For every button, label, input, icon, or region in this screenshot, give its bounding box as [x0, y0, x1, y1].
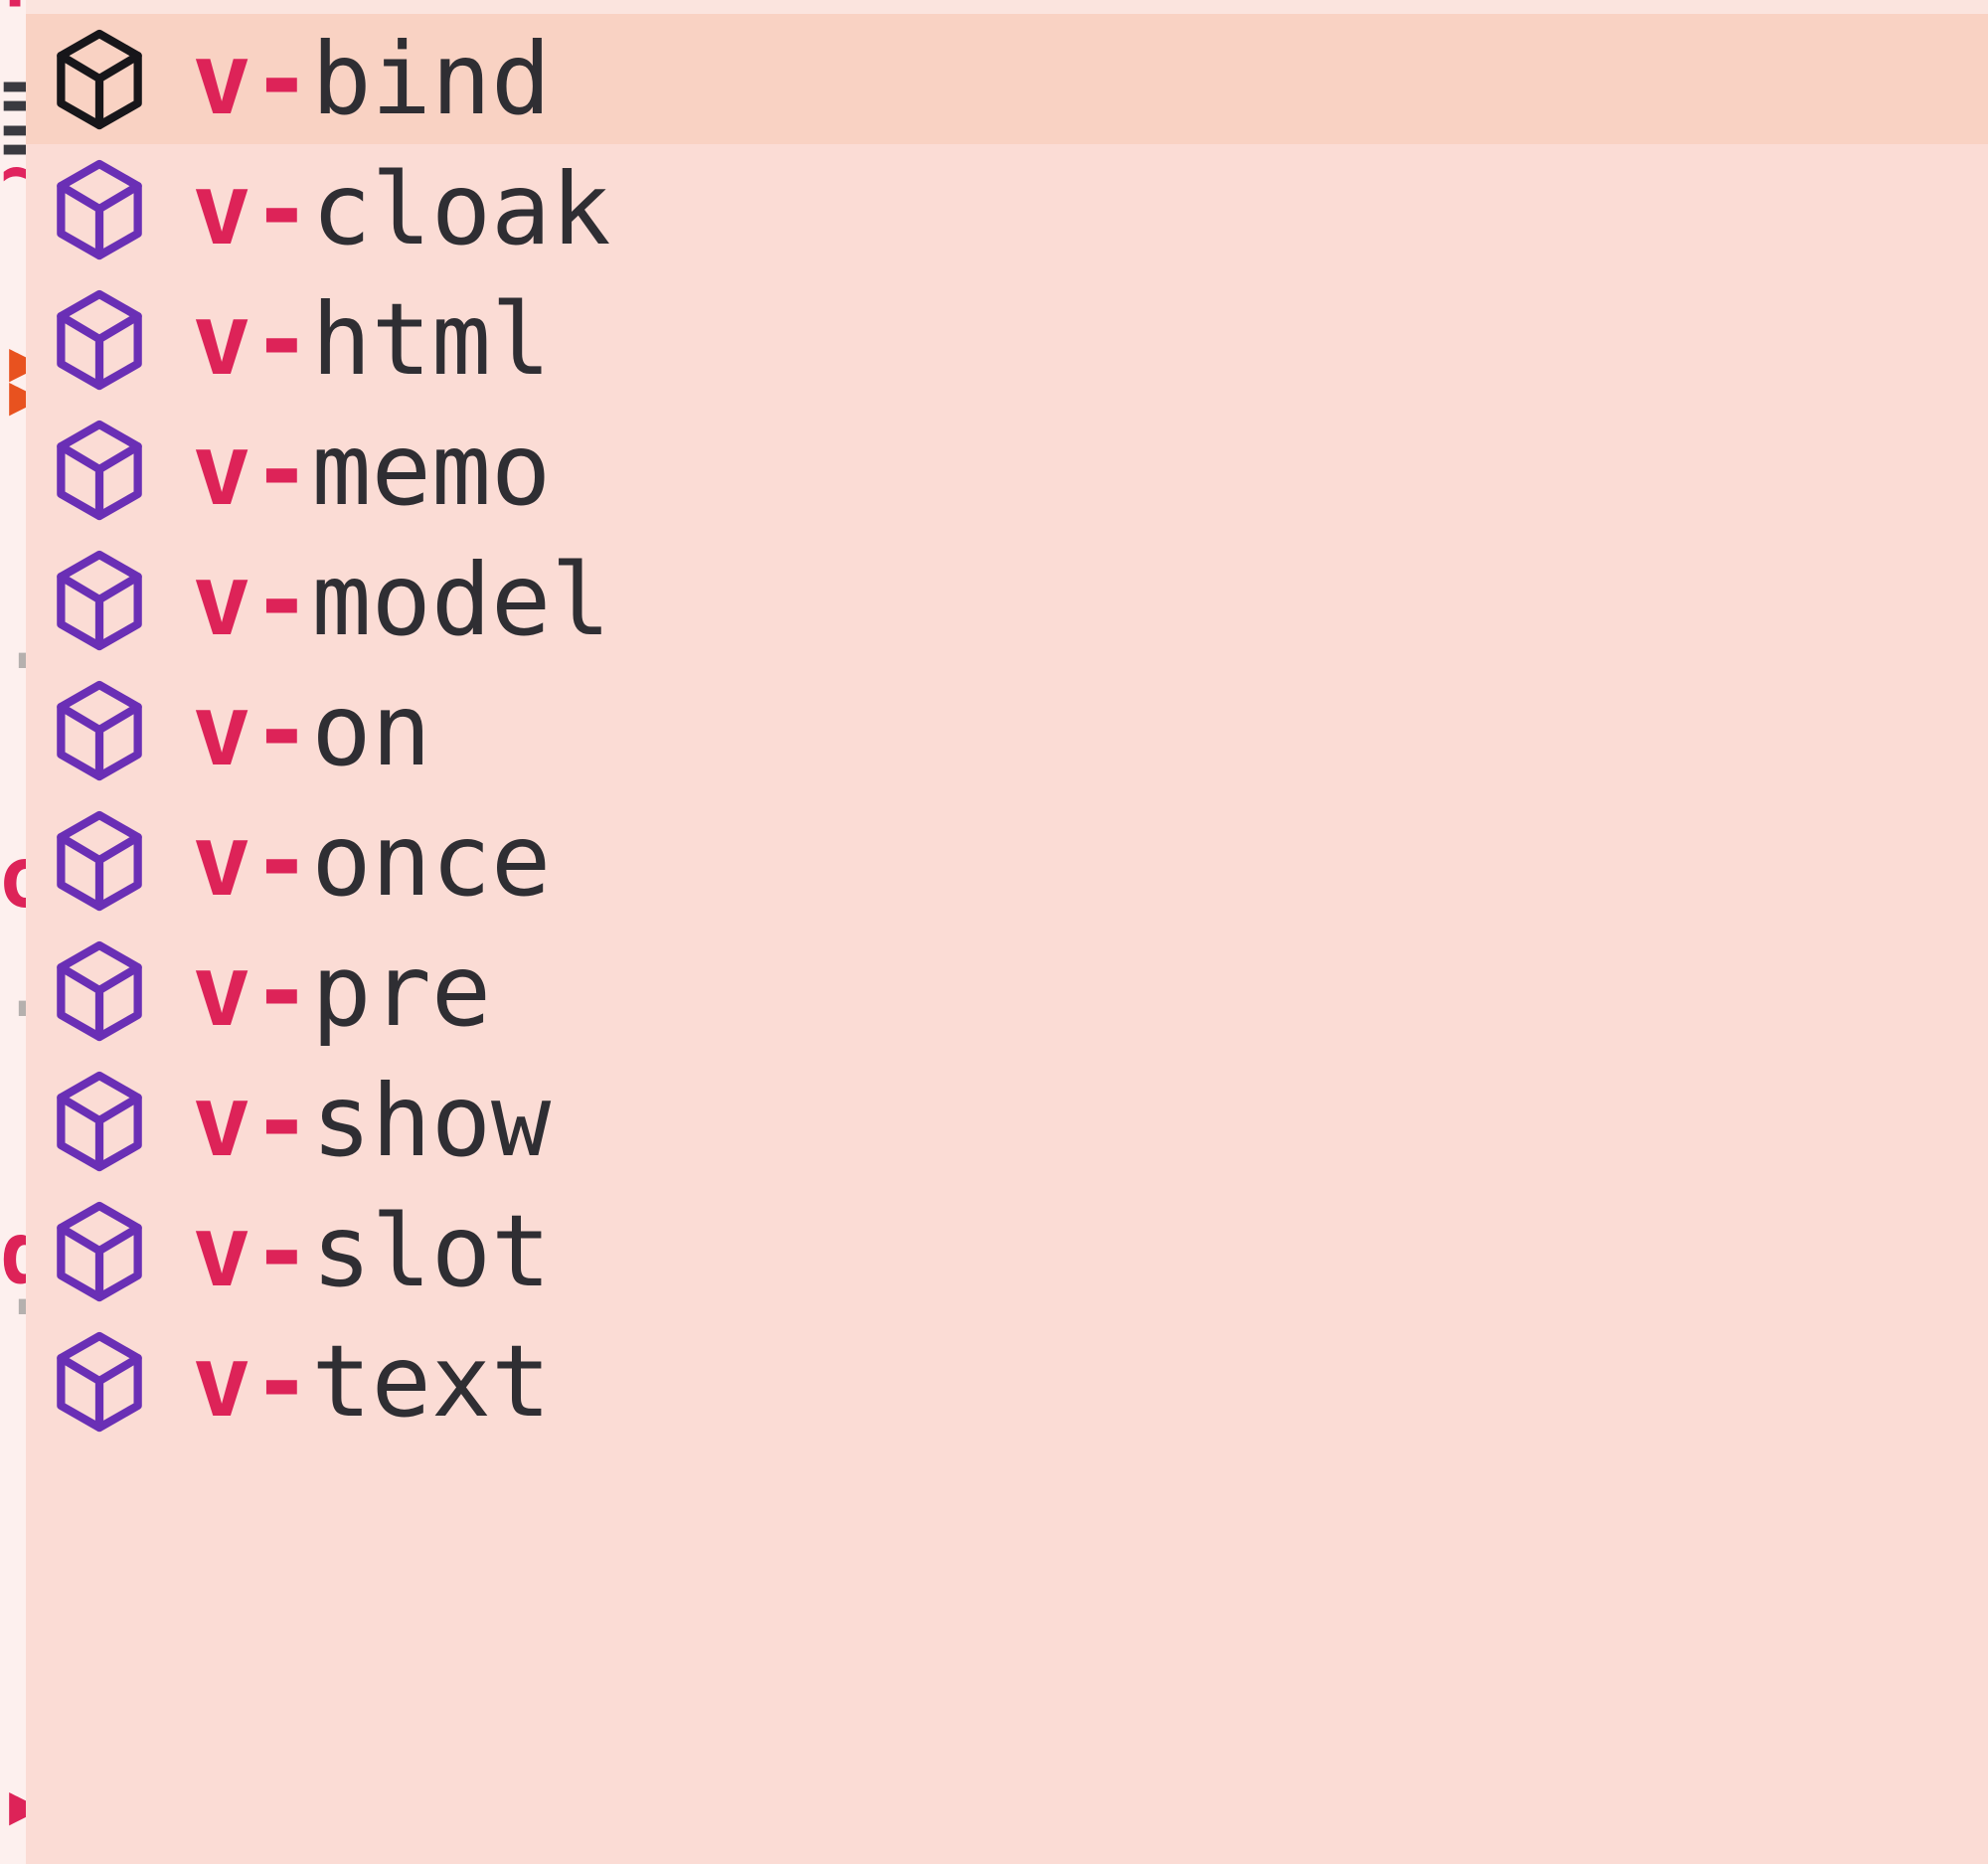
suggestion-item[interactable]: v-on — [26, 665, 1988, 795]
suggestion-label: v-memo — [192, 420, 551, 520]
suggestion-item[interactable]: v-show — [26, 1056, 1988, 1186]
editor-text-fragment: ~ — [0, 129, 26, 215]
suggestion-label-match: v- — [192, 280, 312, 398]
editor-text-fragment: . — [0, 944, 26, 1030]
suggestion-item[interactable]: v-html — [26, 274, 1988, 405]
suggestion-item[interactable]: v-model — [26, 535, 1988, 665]
suggestion-label: v-slot — [192, 1201, 551, 1301]
suggestion-label: v-on — [192, 680, 431, 780]
suggestion-label-rest: once — [311, 801, 552, 919]
suggestion-label-rest: pre — [311, 932, 492, 1049]
cube-icon — [51, 1068, 148, 1175]
editor-text-fragment: ▸ — [0, 316, 26, 402]
editor-text-fragment: d — [0, 1211, 26, 1296]
suggestion-label-match: v- — [192, 150, 312, 267]
suggestion-label-rest: text — [311, 1322, 552, 1440]
suggestion-label: v-cloak — [192, 159, 610, 259]
suggestion-item[interactable]: v-bind — [26, 14, 1988, 144]
suggestion-label: v-show — [192, 1071, 551, 1171]
popup-top-edge — [26, 0, 1988, 14]
editor-text-fragment: . — [0, 1243, 26, 1328]
cube-icon — [51, 417, 148, 524]
suggestion-label-match: v- — [192, 1062, 312, 1179]
cube-icon — [51, 807, 148, 915]
suggestion-item[interactable]: v-memo — [26, 405, 1988, 535]
suggestion-label-match: v- — [192, 671, 312, 788]
suggestion-label: v-pre — [192, 940, 491, 1041]
suggestion-item[interactable]: v-slot — [26, 1186, 1988, 1316]
suggestion-label: v-text — [192, 1331, 551, 1432]
suggestion-label: v-model — [192, 550, 610, 650]
cube-icon — [51, 26, 148, 133]
suggestion-item[interactable]: v-text — [26, 1316, 1988, 1446]
suggestion-label-rest: cloak — [311, 150, 611, 267]
cube-icon — [51, 937, 148, 1045]
suggestion-label-match: v- — [192, 1192, 312, 1309]
cube-icon — [51, 547, 148, 654]
editor-text-fragment: . — [0, 596, 26, 682]
cube-icon — [51, 1198, 148, 1305]
suggestion-item[interactable]: v-pre — [26, 926, 1988, 1056]
suggestion-label-rest: bind — [311, 20, 552, 137]
suggestion-label-rest: slot — [311, 1192, 552, 1309]
editor-text-fragment: = — [0, 52, 26, 137]
suggestion-label-match: v- — [192, 411, 312, 528]
suggestion-label-rest: model — [311, 541, 611, 658]
suggestion-label: v-once — [192, 810, 551, 911]
suggestion-label: v-html — [192, 289, 551, 390]
suggestion-label-match: v- — [192, 801, 312, 919]
suggestion-label-match: v- — [192, 20, 312, 137]
editor-text-fragment: ▸ — [0, 1760, 26, 1845]
cube-icon — [51, 286, 148, 394]
suggestion-label-match: v- — [192, 541, 312, 658]
cube-icon — [51, 1328, 148, 1436]
editor-text-fragment: o — [0, 835, 26, 921]
suggestion-label-match: v- — [192, 932, 312, 1049]
suggestion-label-match: v- — [192, 1322, 312, 1440]
suggestion-label-rest: on — [311, 671, 431, 788]
editor-text-fragment: " — [0, 0, 26, 60]
editor-text-fragment: ▸ — [0, 350, 26, 435]
suggestion-label-rest: show — [311, 1062, 552, 1179]
editor-text-fragment: = — [0, 95, 26, 181]
cube-icon — [51, 677, 148, 784]
suggestion-label-rest: memo — [311, 411, 552, 528]
suggestion-label-rest: html — [311, 280, 552, 398]
suggestion-label: v-bind — [192, 29, 551, 129]
cube-icon — [51, 156, 148, 263]
suggestion-item[interactable]: v-cloak — [26, 144, 1988, 274]
suggestion-item[interactable]: v-once — [26, 795, 1988, 926]
